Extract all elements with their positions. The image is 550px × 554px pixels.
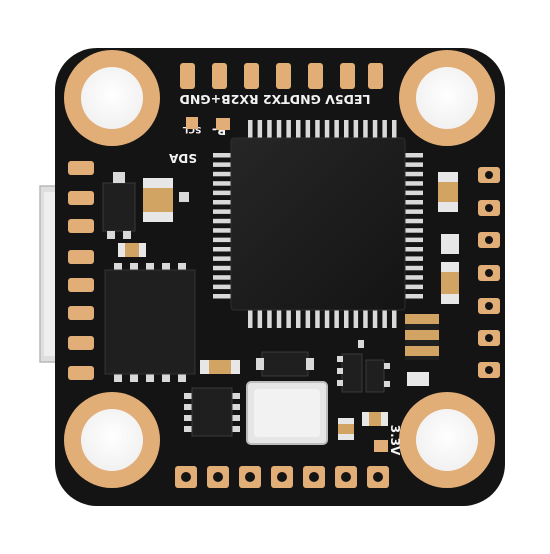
smd-resistor bbox=[179, 192, 189, 202]
chip-pin bbox=[213, 162, 231, 167]
chip-pin bbox=[372, 120, 378, 138]
chip-pin bbox=[324, 310, 330, 328]
chip-pin bbox=[344, 310, 349, 328]
mounting-hole-icon bbox=[64, 50, 160, 146]
chip-pin bbox=[405, 228, 423, 233]
chip-pin bbox=[405, 162, 423, 167]
transistor bbox=[358, 340, 390, 393]
chip-pin bbox=[334, 120, 339, 138]
chip-pin bbox=[405, 284, 423, 290]
mounting-hole-icon bbox=[399, 392, 495, 488]
smd-capacitor bbox=[118, 243, 146, 257]
chip-pin bbox=[372, 310, 378, 328]
chip-pin bbox=[405, 209, 423, 214]
regulator-chip bbox=[102, 172, 136, 239]
smd-capacitor bbox=[143, 178, 173, 222]
chip-pin bbox=[363, 310, 368, 328]
chip-pin bbox=[276, 310, 282, 328]
chip-pin bbox=[213, 200, 231, 205]
chip-pin bbox=[315, 120, 320, 138]
chip-pin bbox=[267, 120, 272, 138]
chip-pin bbox=[257, 310, 263, 328]
small-ic bbox=[184, 387, 240, 437]
chip-pin bbox=[353, 310, 359, 328]
pad-label-top: LED5V GNDTX2 RX2B+GND bbox=[180, 92, 371, 107]
pad-label-3v3: 3.3V bbox=[388, 425, 402, 456]
mounting-hole-icon bbox=[399, 50, 495, 146]
chip-pin bbox=[392, 310, 397, 328]
chip-pin bbox=[392, 120, 397, 138]
chip-pin bbox=[405, 218, 423, 224]
chip-pin bbox=[213, 190, 231, 196]
chip-pin bbox=[405, 171, 423, 177]
chip-pin bbox=[405, 256, 423, 261]
smd-capacitor bbox=[441, 262, 459, 304]
chip-pin bbox=[213, 237, 231, 243]
smd-capacitor bbox=[407, 372, 429, 386]
chip-pin bbox=[248, 310, 253, 328]
smd-resistor-array bbox=[405, 314, 439, 360]
microcontroller-chip-icon bbox=[213, 120, 423, 328]
chip-pin bbox=[405, 190, 423, 196]
chip-pin bbox=[334, 310, 339, 328]
top-solder-pads bbox=[180, 63, 383, 89]
chip-pin bbox=[213, 275, 231, 280]
chip-pin bbox=[296, 310, 301, 328]
chip-pin bbox=[213, 171, 231, 177]
chip-pin bbox=[257, 120, 263, 138]
flash-chip bbox=[104, 263, 196, 382]
chip-pin bbox=[405, 275, 423, 280]
chip-pin bbox=[405, 153, 423, 158]
chip-pin bbox=[315, 310, 320, 328]
chip-pin bbox=[382, 120, 387, 138]
chip-pin bbox=[267, 310, 272, 328]
smd-capacitor bbox=[338, 418, 354, 440]
chip-pin bbox=[213, 265, 231, 271]
chip-pin bbox=[213, 209, 231, 214]
chip-pin bbox=[363, 120, 368, 138]
chip-pin bbox=[405, 237, 423, 243]
diode bbox=[256, 351, 314, 377]
bottom-solder-pads bbox=[175, 466, 389, 488]
chip-pin bbox=[324, 120, 330, 138]
chip-pin bbox=[305, 120, 311, 138]
chip-pin bbox=[382, 310, 387, 328]
chip-pin bbox=[213, 153, 231, 158]
left-solder-pads bbox=[68, 161, 94, 380]
chip-pin bbox=[405, 181, 423, 186]
chip-pin bbox=[213, 181, 231, 186]
smd-capacitor bbox=[441, 234, 459, 254]
chip-pin bbox=[213, 218, 231, 224]
chip-pin bbox=[213, 247, 231, 252]
chip-pin bbox=[353, 120, 359, 138]
chip-pin bbox=[213, 228, 231, 233]
transistor bbox=[337, 353, 363, 393]
chip-pin bbox=[296, 120, 301, 138]
right-solder-pads bbox=[478, 167, 500, 378]
inductor bbox=[246, 381, 328, 445]
smd-capacitor bbox=[362, 412, 388, 426]
chip-pin bbox=[344, 120, 349, 138]
mounting-hole-icon bbox=[64, 392, 160, 488]
smd-capacitor bbox=[438, 172, 458, 212]
pad-label-sda: SDA bbox=[168, 151, 197, 165]
chip-pin bbox=[305, 310, 311, 328]
chip-pin bbox=[405, 294, 423, 299]
chip-pin bbox=[286, 120, 291, 138]
chip-pin bbox=[213, 256, 231, 261]
chip-pin bbox=[405, 200, 423, 205]
smd-capacitor bbox=[200, 360, 240, 374]
b-minus-pad bbox=[216, 118, 230, 130]
chip-pin bbox=[276, 120, 282, 138]
chip-pin bbox=[286, 310, 291, 328]
chip-pin bbox=[213, 294, 231, 299]
chip-pin bbox=[213, 284, 231, 290]
chip-pin bbox=[405, 265, 423, 271]
scl-pad bbox=[186, 117, 198, 129]
chip-pin bbox=[248, 120, 253, 138]
chip-pin bbox=[405, 247, 423, 252]
v33-pad bbox=[374, 440, 388, 452]
